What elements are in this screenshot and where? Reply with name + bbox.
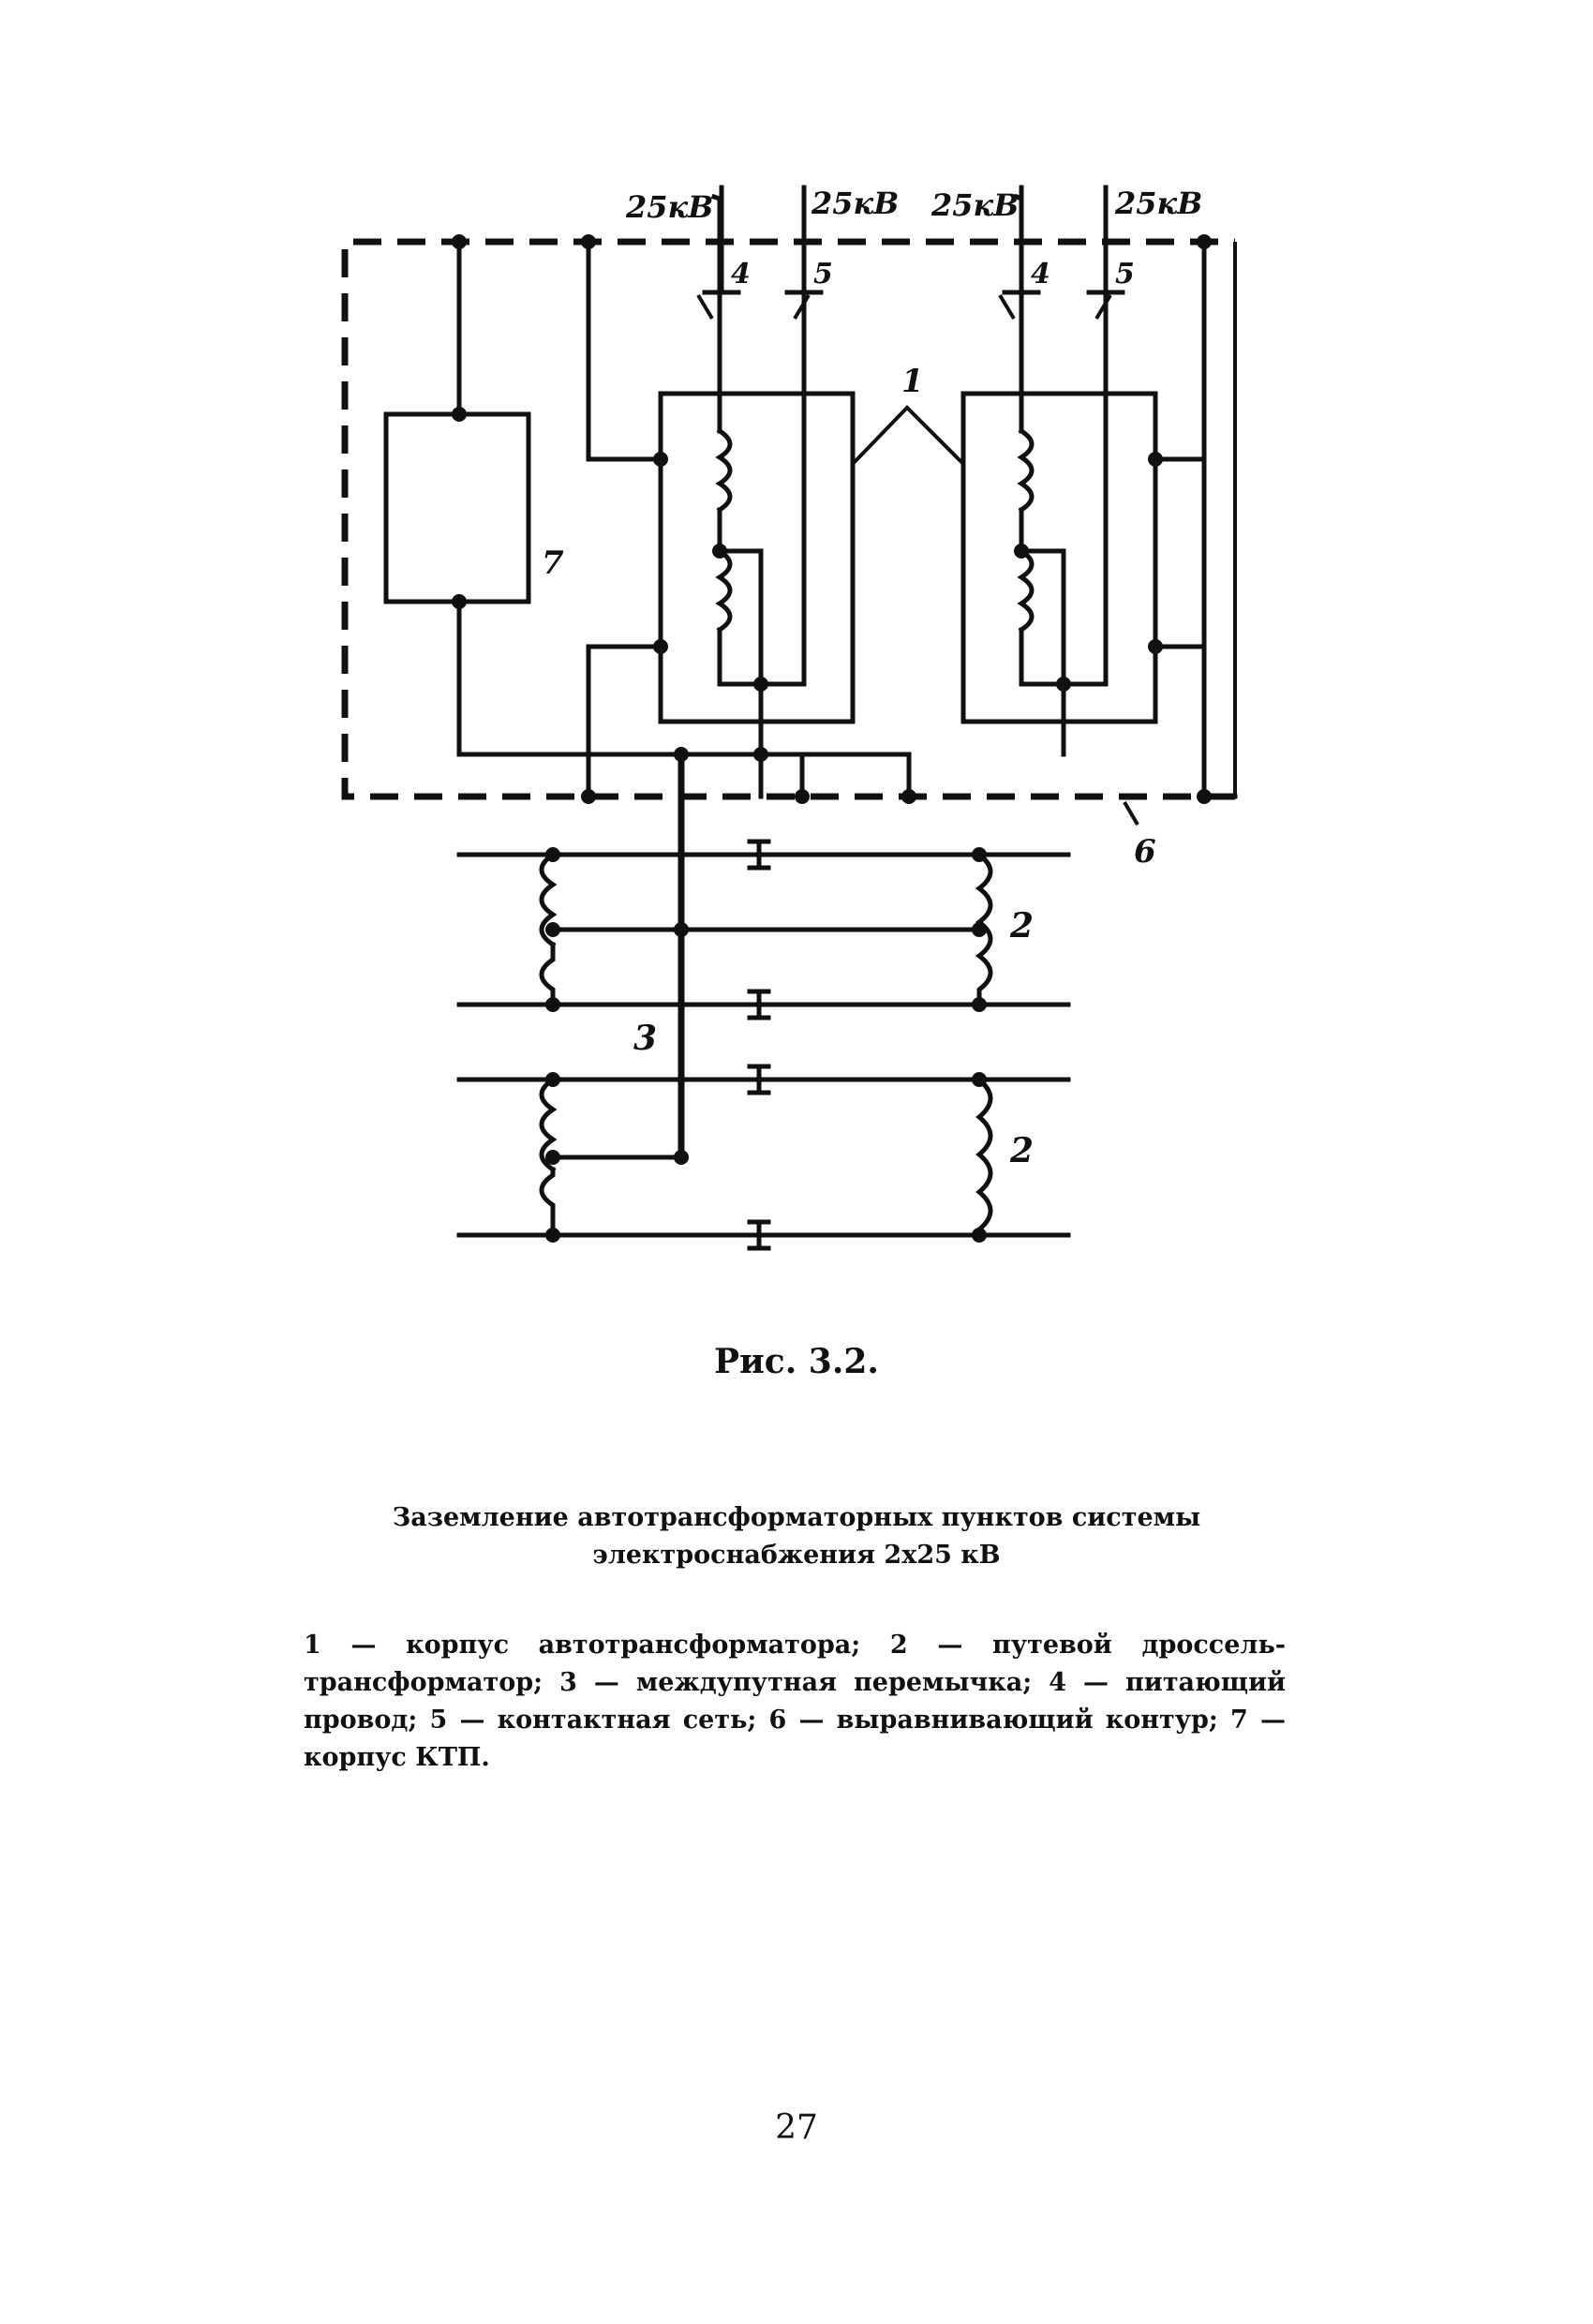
autotransformer-body-right <box>960 391 1158 724</box>
figure-label: Рис. 3.2. <box>714 1342 879 1381</box>
track-choke-upper <box>539 851 993 1007</box>
callout-2-lower: 2 <box>1009 1131 1034 1170</box>
callout-3: 3 <box>633 1019 657 1058</box>
voltage-label: 25кВ <box>930 187 1019 223</box>
callout-leader-1 <box>851 405 965 466</box>
figure-title-line-1: Заземление автотрансформаторных пунктов … <box>392 1503 1201 1532</box>
callout-leader-6 <box>1123 800 1139 827</box>
track-choke-lower <box>539 1076 993 1238</box>
bottom-bus <box>658 752 912 799</box>
voltage-label: 25кВ <box>1114 186 1202 221</box>
ktp-body <box>383 411 531 604</box>
wire-label: 5 <box>813 258 833 290</box>
junction-dots <box>452 234 1212 1243</box>
ktp-connections <box>456 239 663 799</box>
voltage-label: 25кВ <box>811 186 899 221</box>
feeder-lines <box>702 185 1125 295</box>
figure-title: Заземление автотрансформаторных пунктов … <box>0 1499 1593 1574</box>
callout-1: 1 <box>901 363 924 400</box>
callout-6: 6 <box>1134 833 1156 871</box>
wire-label: 5 <box>1115 258 1135 290</box>
figure-legend: 1 — корпус автотрансформатора; 2 — путев… <box>304 1631 1286 1772</box>
figure-title-line-2: электроснабжения 2х25 кВ <box>592 1541 1001 1570</box>
voltage-label: 25кВ <box>625 189 713 225</box>
equalizing-loop <box>341 238 1238 800</box>
callout-7: 7 <box>542 544 564 582</box>
autotransformer-body-left <box>658 391 856 724</box>
grounding-diagram: 25кВ 25кВ 25кВ 25кВ 4 5 4 5 1 7 6 2 2 3 <box>341 185 1238 1251</box>
callout-2: 2 <box>1009 906 1034 946</box>
wire-label: 4 <box>731 258 751 290</box>
wire-label: 4 <box>1031 258 1050 290</box>
autotransformer-left-internals <box>696 193 811 757</box>
page-number: 27 <box>775 2108 818 2147</box>
tracks <box>456 839 1071 1251</box>
